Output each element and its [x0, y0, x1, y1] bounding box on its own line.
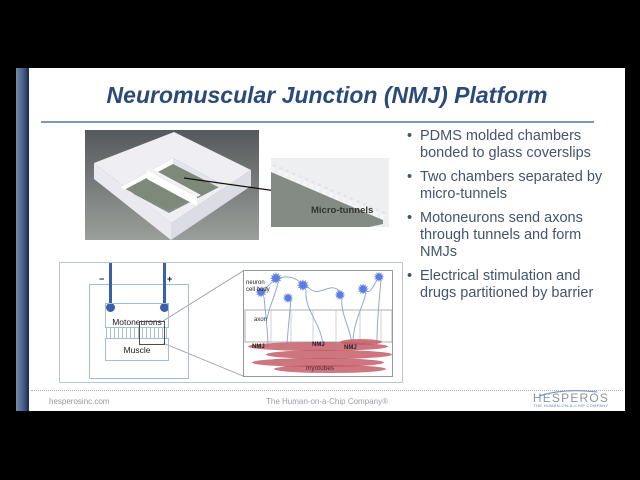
neuron-icon: ✹ — [334, 287, 346, 303]
bullet-item: • Motoneurons send axons through tunnels… — [407, 210, 619, 261]
neuron-icon: ✹ — [356, 281, 370, 299]
electrode-positive-tip — [160, 303, 169, 312]
slide: Neuromuscular Junction (NMJ) Platform — [29, 68, 625, 411]
bullet-glyph: • — [407, 210, 413, 226]
nmj-label: NMJ — [312, 342, 325, 348]
footer-website: hesperosinc.com — [49, 397, 110, 406]
myotube-shape — [266, 350, 392, 359]
chip-outline — [89, 284, 189, 379]
electrode-negative — [109, 263, 112, 307]
slide-edge-bar — [16, 68, 29, 411]
slide-title: Neuromuscular Junction (NMJ) Platform — [106, 82, 548, 108]
bullet-glyph: • — [407, 128, 413, 144]
logo-tagline: THE HUMAN-ON-A-CHIP COMPANY — [533, 403, 609, 408]
micro-tunnels-figure: Micro-tunnels — [271, 158, 389, 227]
myotube-shape — [340, 339, 382, 345]
electrode-negative-tip — [106, 303, 115, 312]
bullet-item: • Electrical stimulation and drugs parti… — [407, 268, 619, 302]
electrode-positive — [163, 263, 166, 307]
plus-label: + — [167, 274, 173, 284]
micro-tunnels-image — [271, 163, 388, 227]
motoneurons-label: Motoneurons — [112, 317, 162, 327]
bullet-list: • PDMS molded chambers bonded to glass c… — [407, 128, 619, 309]
nmj-label: NMJ — [252, 344, 265, 350]
neuron-cell-body-label: neuron cell body — [246, 280, 270, 293]
title-underline — [41, 121, 594, 123]
nmj-label: NMJ — [344, 345, 357, 351]
logo-wordmark: HESPEROS — [532, 391, 610, 405]
neuron-icon: ✹ — [254, 284, 268, 302]
bullet-item: • Two chambers separated by micro-tunnel… — [407, 169, 619, 203]
neuron-icon: ✹ — [269, 271, 283, 288]
micro-tunnel-hatch — [106, 328, 168, 338]
muscle-label: Muscle — [123, 344, 151, 355]
myotube-shape — [248, 342, 388, 351]
hesperos-logo: HESPEROS THE HUMAN-ON-A-CHIP COMPANY — [523, 390, 619, 410]
zoom-callout-lines — [162, 270, 244, 377]
bullet-glyph: • — [407, 268, 413, 284]
micro-tunnels-label: Micro-tunnels — [311, 205, 374, 216]
nmj-diagram-panel: − + Motoneurons Muscle — [59, 262, 403, 383]
myotube-shape — [252, 358, 384, 367]
logo-swoosh-icon — [538, 390, 598, 397]
neuron-icon: ✹ — [296, 278, 310, 295]
footer-dotted-line — [31, 390, 623, 391]
myotube-shape — [274, 365, 386, 373]
footer-company-name: The Human-on-a-Chip Company® — [266, 397, 388, 406]
neuron-icon: ✹ — [282, 290, 294, 306]
bullet-text: Electrical stimulation and drugs partiti… — [420, 268, 594, 301]
nmj-inset: ✹ ✹ ✹ ✹ ✹ ✹ ✹ neuron cell body axon NMJ … — [243, 270, 393, 377]
bullet-glyph: • — [407, 169, 413, 185]
axon-label: axon — [254, 317, 268, 323]
minus-label: − — [99, 274, 105, 284]
zoom-region-outline — [139, 321, 165, 345]
bullet-text: Motoneurons send axons through tunnels a… — [420, 210, 583, 260]
neuron-icon: ✹ — [373, 270, 385, 285]
myotubes-label: myotubes — [306, 365, 335, 372]
motoneurons-chamber: Motoneurons — [105, 303, 169, 328]
bullet-item: • PDMS molded chambers bonded to glass c… — [407, 128, 619, 162]
bullet-text: Two chambers separated by micro-tunnels — [420, 169, 603, 202]
bullet-text: PDMS molded chambers bonded to glass cov… — [420, 128, 591, 161]
muscle-chamber: Muscle — [105, 338, 169, 361]
